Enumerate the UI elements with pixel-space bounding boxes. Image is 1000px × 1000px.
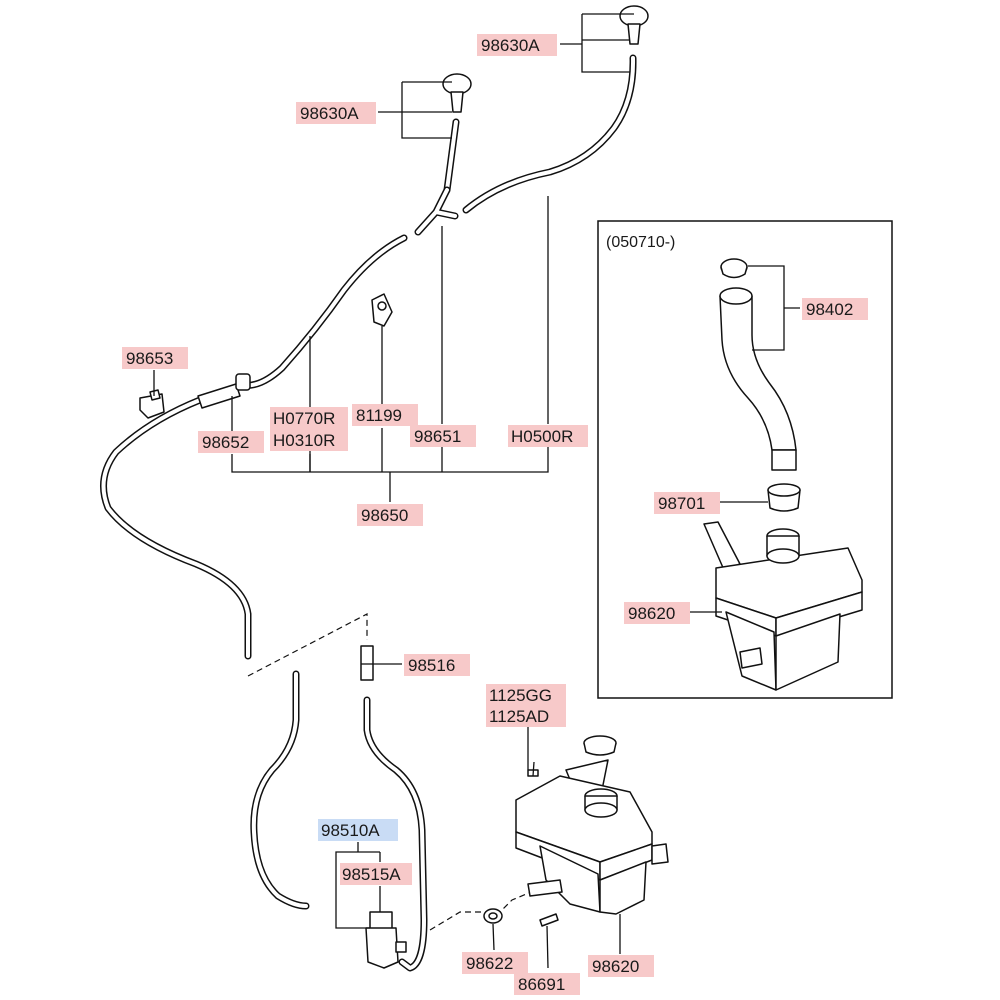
label-98650[interactable]: 98650	[357, 504, 423, 526]
nozzle-right-part	[619, 5, 649, 45]
inset-filter-ring	[767, 483, 801, 512]
label-86691[interactable]: 86691	[514, 973, 580, 995]
washer-hoses	[100, 54, 637, 972]
clip-81199-part	[371, 293, 393, 327]
hose-joint-98652	[197, 373, 251, 409]
label-98651[interactable]: 98651	[410, 425, 476, 447]
washer-pump	[365, 911, 407, 969]
label-98510a[interactable]: 98510A	[318, 819, 398, 841]
svg-text:98515A: 98515A	[342, 865, 401, 884]
label-81199[interactable]: 81199	[352, 404, 418, 426]
bolt-1125-part	[527, 761, 539, 777]
label-98701[interactable]: 98701	[654, 492, 720, 514]
svg-text:98630A: 98630A	[481, 36, 540, 55]
label-98620-main[interactable]: 98620	[588, 955, 654, 977]
label-98630a-right[interactable]: 98630A	[477, 34, 557, 56]
label-98620-inset[interactable]: 98620	[624, 602, 690, 624]
connector-98516-part	[360, 645, 374, 681]
svg-text:98516: 98516	[408, 656, 455, 675]
svg-text:98651: 98651	[414, 427, 461, 446]
label-h0500r[interactable]: H0500R	[508, 425, 588, 447]
label-98402[interactable]: 98402	[802, 298, 868, 320]
svg-text:86691: 86691	[518, 975, 565, 994]
label-98652[interactable]: 98652	[198, 431, 264, 453]
label-98622[interactable]: 98622	[462, 952, 528, 974]
leader-lines	[153, 13, 800, 969]
label-98653[interactable]: 98653	[122, 347, 188, 369]
nozzle-left-part	[442, 73, 472, 113]
label-98516[interactable]: 98516	[404, 654, 470, 676]
svg-text:98630A: 98630A	[300, 104, 359, 123]
svg-text:1125GG: 1125GG	[489, 686, 552, 705]
label-98515a[interactable]: 98515A	[340, 863, 412, 885]
label-h0310r[interactable]: H0310R	[270, 429, 348, 451]
svg-text:98652: 98652	[202, 433, 249, 452]
svg-text:H0500R: H0500R	[511, 427, 573, 446]
inset-reservoir	[703, 521, 863, 691]
svg-text:98622: 98622	[466, 954, 513, 973]
svg-text:H0310R: H0310R	[273, 431, 335, 450]
bolt-86691-part	[539, 913, 559, 927]
routing-dashed-upper	[247, 613, 368, 677]
label-98630a-left[interactable]: 98630A	[296, 102, 376, 124]
svg-text:1125AD: 1125AD	[489, 707, 549, 726]
inset-filler-cap	[720, 258, 748, 279]
label-h0770r[interactable]: H0770R	[270, 407, 348, 429]
svg-text:98650: 98650	[361, 506, 408, 525]
label-1125gg[interactable]: 1125GG	[486, 684, 566, 706]
inset-date-range: (050710-)	[606, 234, 675, 251]
svg-text:98620: 98620	[628, 604, 675, 623]
label-1125ad[interactable]: 1125AD	[486, 705, 566, 727]
svg-text:98701: 98701	[658, 494, 705, 513]
svg-text:81199: 81199	[356, 406, 402, 425]
inset-frame	[597, 220, 893, 699]
svg-text:98402: 98402	[806, 300, 853, 319]
svg-text:H0770R: H0770R	[273, 409, 335, 428]
grommet-98622-part	[483, 908, 503, 924]
connector-98653-part	[139, 389, 165, 419]
main-reservoir	[515, 735, 669, 915]
inset-filler-neck	[719, 287, 797, 471]
svg-text:98653: 98653	[126, 349, 173, 368]
svg-text:98510A: 98510A	[321, 821, 380, 840]
svg-text:98620: 98620	[592, 957, 639, 976]
